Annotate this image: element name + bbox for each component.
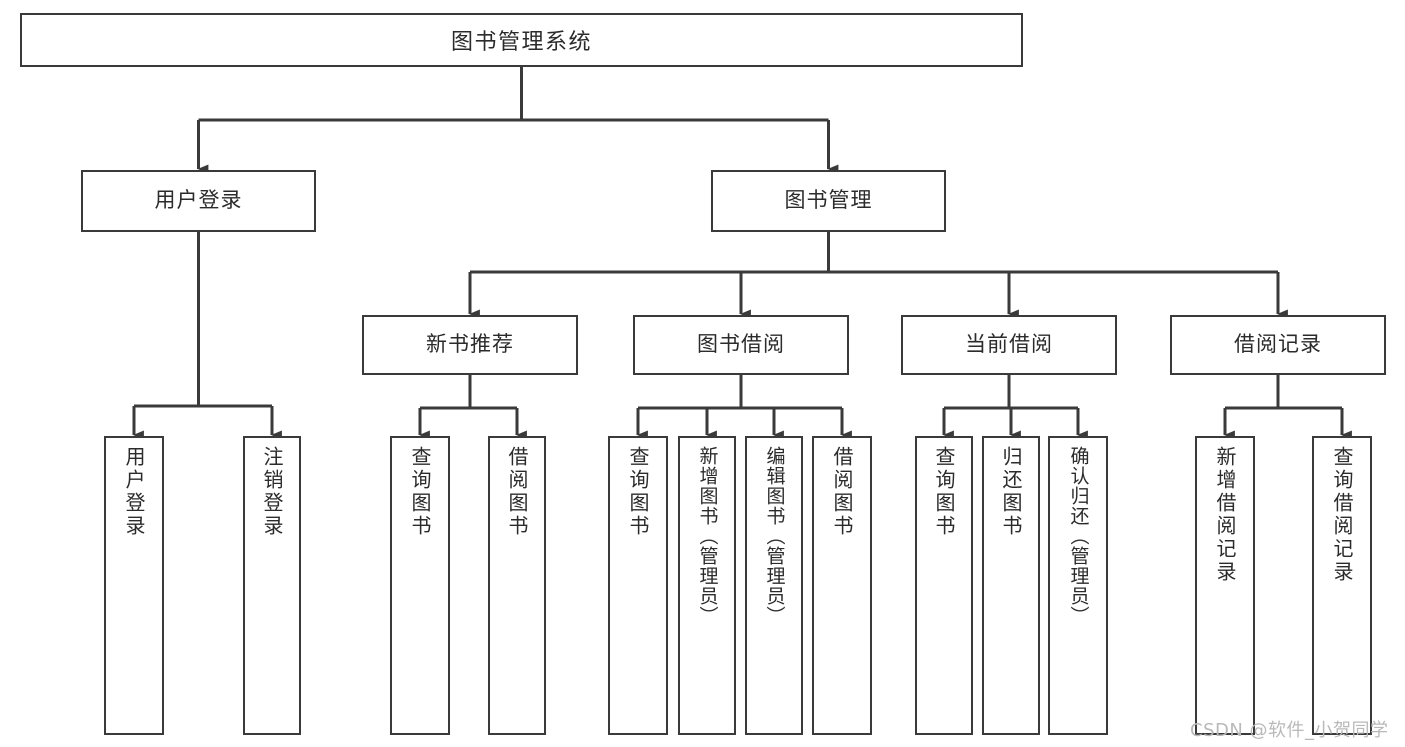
- node-label: 查询图书: [932, 446, 956, 538]
- node-label: 编辑图书（管理员）: [763, 446, 786, 626]
- node-label: 查询借阅记录: [1330, 446, 1354, 584]
- node-leaf-user-login[interactable]: 用户登录: [104, 436, 164, 735]
- node-leaf-confirm-return[interactable]: 确认归还（管理员）: [1048, 436, 1108, 735]
- node-user-login[interactable]: 用户登录: [81, 170, 316, 232]
- node-label: 归还图书: [999, 446, 1023, 538]
- node-label: 借阅图书: [505, 446, 529, 538]
- node-leaf-add-book-admin[interactable]: 新增图书（管理员）: [678, 436, 736, 735]
- node-current-borrow[interactable]: 当前借阅: [901, 315, 1117, 375]
- node-leaf-query-book-cur[interactable]: 查询图书: [915, 436, 973, 735]
- node-label: 注销登录: [260, 446, 284, 538]
- node-label: 借阅图书: [830, 446, 854, 538]
- node-leaf-query-book-bor[interactable]: 查询图书: [608, 436, 668, 735]
- node-label: 查询图书: [408, 446, 432, 538]
- node-root-system[interactable]: 图书管理系统: [20, 13, 1023, 67]
- node-label: 图书管理系统: [450, 30, 592, 55]
- node-leaf-borrow-book-rec[interactable]: 借阅图书: [488, 436, 546, 735]
- node-leaf-query-borrow-record[interactable]: 查询借阅记录: [1312, 436, 1372, 735]
- node-label: 查询图书: [626, 446, 650, 538]
- node-leaf-logout[interactable]: 注销登录: [243, 436, 301, 735]
- node-label: 新增图书（管理员）: [696, 446, 719, 626]
- node-leaf-add-borrow-record[interactable]: 新增借阅记录: [1195, 436, 1255, 735]
- node-label: 图书管理: [784, 188, 873, 213]
- node-label: 用户登录: [154, 188, 243, 213]
- node-label: 新书推荐: [426, 332, 514, 357]
- node-label: 图书借阅: [697, 332, 785, 357]
- node-book-manage[interactable]: 图书管理: [711, 170, 946, 232]
- node-leaf-query-book-rec[interactable]: 查询图书: [390, 436, 450, 735]
- node-new-book-recommend[interactable]: 新书推荐: [362, 315, 578, 375]
- node-leaf-return-book[interactable]: 归还图书: [982, 436, 1040, 735]
- node-leaf-edit-book-admin[interactable]: 编辑图书（管理员）: [745, 436, 803, 735]
- node-label: 借阅记录: [1234, 332, 1322, 357]
- node-book-borrow[interactable]: 图书借阅: [633, 315, 849, 375]
- node-label: 当前借阅: [965, 332, 1053, 357]
- node-label: 新增借阅记录: [1213, 446, 1237, 584]
- node-label: 用户登录: [122, 446, 146, 538]
- node-label: 确认归还（管理员）: [1067, 446, 1090, 626]
- csdn-watermark: CSDN @软件_小贺同学: [1190, 720, 1389, 741]
- node-borrow-record[interactable]: 借阅记录: [1170, 315, 1386, 375]
- node-leaf-borrow-book-bor[interactable]: 借阅图书: [812, 436, 872, 735]
